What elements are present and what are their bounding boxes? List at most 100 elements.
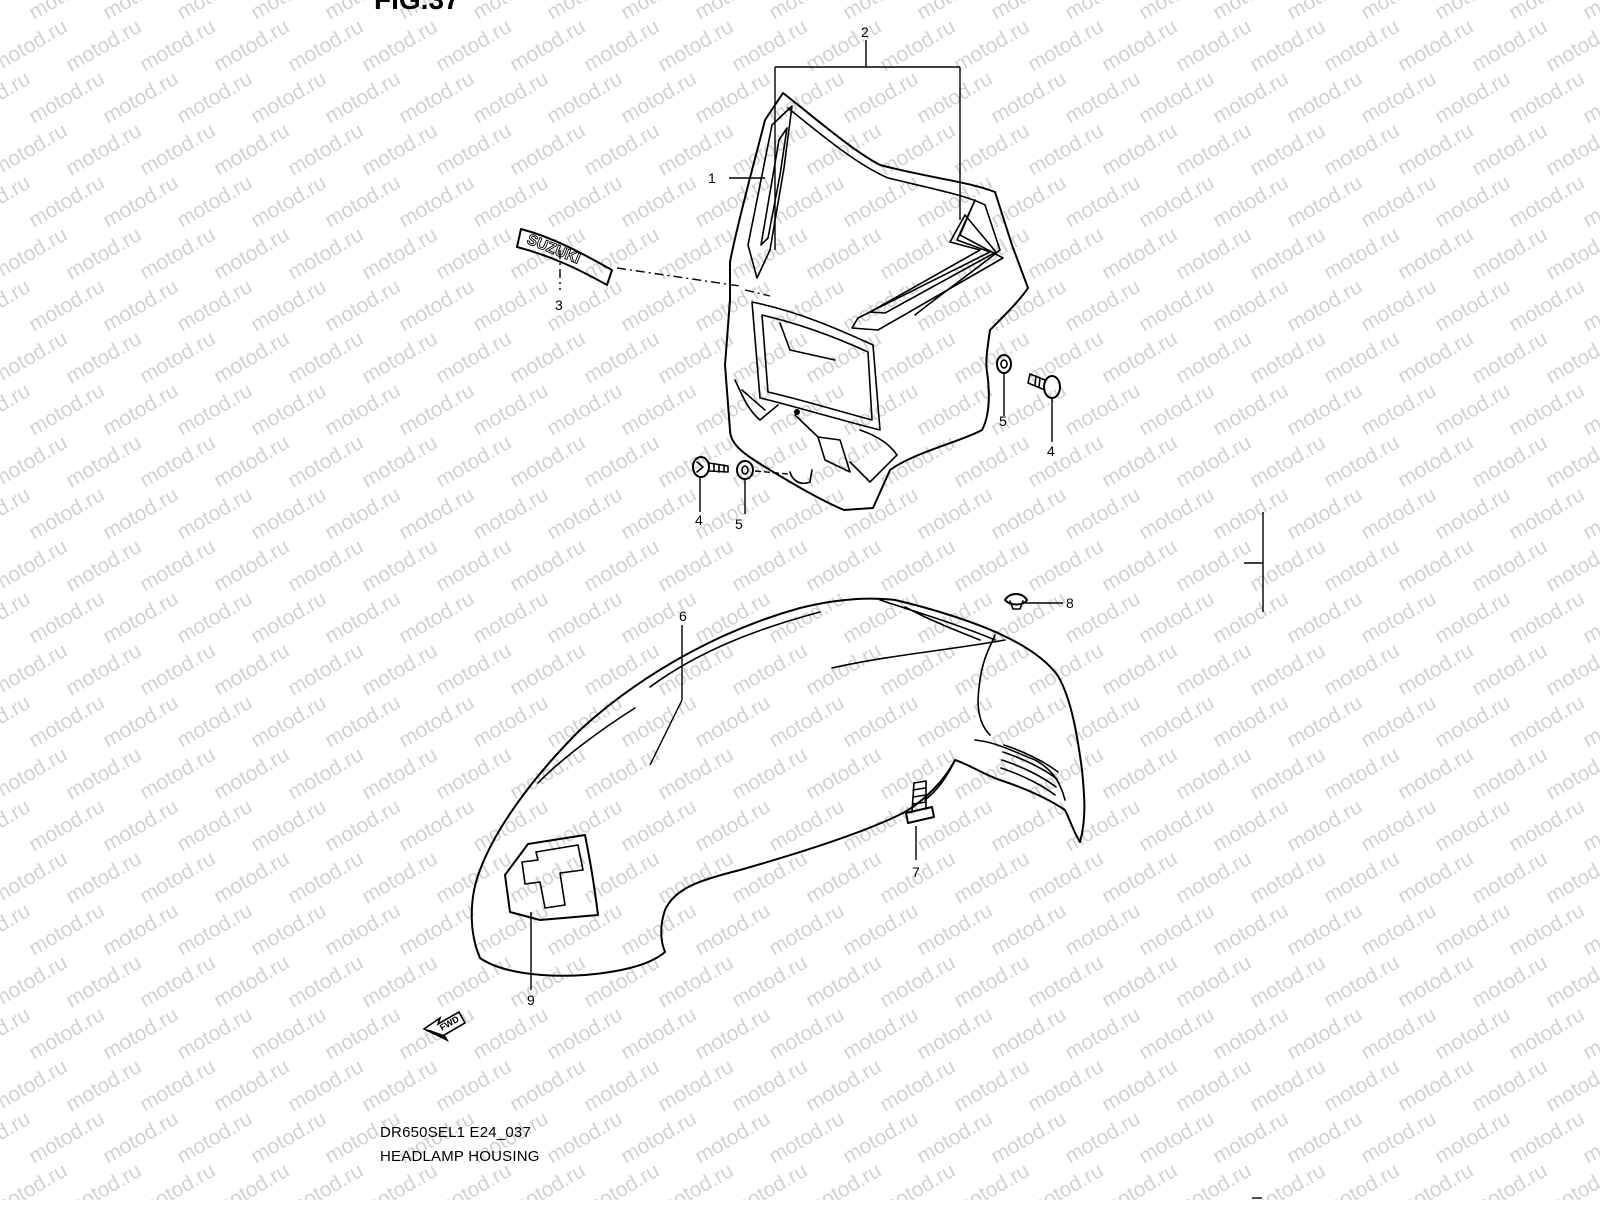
watermark-text: motod.ru: [1098, 15, 1181, 76]
watermark-text: motod.ru: [1024, 1159, 1107, 1200]
watermark-text: motod.ru: [617, 0, 700, 24]
watermark-text: motod.ru: [1468, 327, 1551, 388]
watermark-text: motod.ru: [876, 431, 959, 492]
watermark-text: motod.ru: [950, 431, 1033, 492]
watermark-text: motod.ru: [0, 691, 34, 752]
watermark-text: motod.ru: [913, 1107, 996, 1168]
watermark-text: motod.ru: [728, 1159, 811, 1200]
watermark-text: motod.ru: [1468, 223, 1551, 284]
watermark-text: motod.ru: [1505, 587, 1588, 648]
watermark-text: motod.ru: [506, 1159, 589, 1200]
watermark-text: motod.ru: [1394, 119, 1477, 180]
watermark-text: motod.ru: [62, 327, 145, 388]
watermark-text: motod.ru: [654, 1159, 737, 1200]
watermark-text: motod.ru: [1209, 67, 1292, 128]
watermark-text: motod.ru: [1579, 899, 1600, 960]
watermark-text: motod.ru: [1357, 0, 1440, 24]
callout-6: 6: [679, 608, 687, 624]
watermark-text: motod.ru: [1320, 1159, 1403, 1200]
watermark-text: motod.ru: [1468, 847, 1551, 908]
watermark-text: motod.ru: [25, 795, 108, 856]
watermark-text: motod.ru: [580, 1055, 663, 1116]
watermark-text: motod.ru: [247, 899, 330, 960]
watermark-text: motod.ru: [987, 691, 1070, 752]
watermark-text: motod.ru: [580, 535, 663, 596]
watermark-text: motod.ru: [802, 535, 885, 596]
watermark-text: motod.ru: [1320, 431, 1403, 492]
watermark-text: motod.ru: [1505, 1003, 1588, 1064]
watermark-text: motod.ru: [358, 847, 441, 908]
watermark-text: motod.ru: [950, 15, 1033, 76]
watermark-text: motod.ru: [987, 1107, 1070, 1168]
watermark-text: motod.ru: [987, 1003, 1070, 1064]
watermark-text: motod.ru: [25, 1003, 108, 1064]
watermark-text: motod.ru: [543, 379, 626, 440]
watermark-text: motod.ru: [432, 1159, 515, 1200]
watermark-text: motod.ru: [432, 223, 515, 284]
watermark-text: motod.ru: [321, 275, 404, 336]
watermark-text: motod.ru: [1579, 171, 1600, 232]
watermark-text: motod.ru: [1209, 275, 1292, 336]
watermark-text: motod.ru: [1098, 327, 1181, 388]
watermark-text: motod.ru: [1209, 587, 1292, 648]
watermark-text: motod.ru: [802, 223, 885, 284]
watermark-text: motod.ru: [1246, 15, 1329, 76]
watermark-text: motod.ru: [1061, 171, 1144, 232]
front-fender-part: [470, 597, 1086, 977]
watermark-text: motod.ru: [1283, 483, 1366, 544]
watermark-text: motod.ru: [210, 327, 293, 388]
watermark-text: motod.ru: [1394, 1055, 1477, 1116]
watermark-text: motod.ru: [1172, 327, 1255, 388]
watermark-text: motod.ru: [469, 1003, 552, 1064]
watermark-text: motod.ru: [1209, 1003, 1292, 1064]
watermark-text: motod.ru: [0, 379, 34, 440]
watermark-text: motod.ru: [136, 119, 219, 180]
watermark-text: motod.ru: [691, 899, 774, 960]
watermark-text: motod.ru: [99, 379, 182, 440]
watermark-text: motod.ru: [1246, 1159, 1329, 1200]
watermark-text: motod.ru: [432, 743, 515, 804]
watermark-text: motod.ru: [1135, 1003, 1218, 1064]
watermark-text: motod.ru: [1098, 119, 1181, 180]
watermark-text: motod.ru: [1061, 1003, 1144, 1064]
watermark-text: motod.ru: [654, 847, 737, 908]
watermark-text: motod.ru: [691, 795, 774, 856]
watermark-text: motod.ru: [876, 639, 959, 700]
watermark-text: motod.ru: [284, 951, 367, 1012]
watermark-text: motod.ru: [1542, 431, 1600, 492]
watermark-text: motod.ru: [25, 379, 108, 440]
watermark-text: motod.ru: [654, 1055, 737, 1116]
watermark-text: motod.ru: [617, 795, 700, 856]
watermark-text: motod.ru: [691, 171, 774, 232]
watermark-text: motod.ru: [321, 1003, 404, 1064]
watermark-text: motod.ru: [358, 639, 441, 700]
watermark-text: motod.ru: [432, 15, 515, 76]
watermark-text: motod.ru: [1024, 847, 1107, 908]
watermark-text: motod.ru: [765, 587, 848, 648]
watermark-text: motod.ru: [1172, 951, 1255, 1012]
watermark-text: motod.ru: [1246, 119, 1329, 180]
watermark-text: motod.ru: [543, 795, 626, 856]
callout-7: 7: [912, 864, 920, 880]
watermark-text: motod.ru: [987, 795, 1070, 856]
watermark-text: motod.ru: [839, 899, 922, 960]
watermark-text: motod.ru: [136, 1055, 219, 1116]
watermark-text: motod.ru: [617, 1107, 700, 1168]
callout-4-right: 4: [1047, 443, 1055, 459]
watermark-text: motod.ru: [1209, 379, 1292, 440]
watermark-text: motod.ru: [987, 275, 1070, 336]
watermark-text: motod.ru: [802, 951, 885, 1012]
watermark-text: motod.ru: [691, 587, 774, 648]
watermark-text: motod.ru: [1542, 223, 1600, 284]
watermark-text: motod.ru: [358, 951, 441, 1012]
watermark-text: motod.ru: [0, 275, 34, 336]
watermark-text: motod.ru: [469, 275, 552, 336]
watermark-text: motod.ru: [913, 899, 996, 960]
watermark-text: motod.ru: [1061, 795, 1144, 856]
watermark-text: motod.ru: [284, 535, 367, 596]
watermark-text: motod.ru: [839, 1003, 922, 1064]
watermark-text: motod.ru: [1283, 1107, 1366, 1168]
watermark-text: motod.ru: [1209, 171, 1292, 232]
watermark-text: motod.ru: [654, 431, 737, 492]
watermark-text: motod.ru: [1320, 223, 1403, 284]
